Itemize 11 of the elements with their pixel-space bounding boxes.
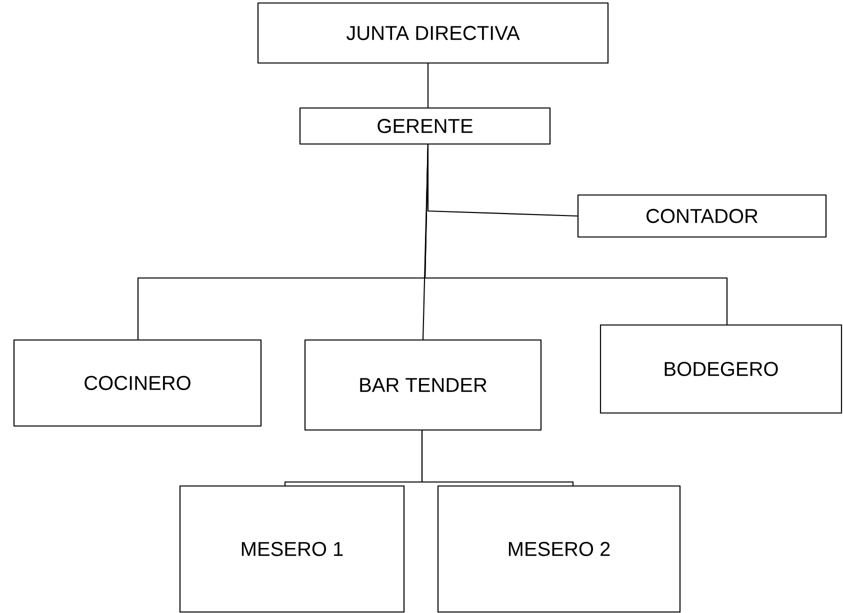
connector-line: [421, 430, 574, 486]
org-box: BODEGERO: [600, 324, 842, 414]
org-box: BAR TENDER: [304, 339, 542, 431]
connector-line: [427, 64, 429, 108]
connector-line: [424, 144, 728, 324]
org-box: JUNTA DIRECTIVA: [257, 2, 609, 64]
org-box: GERENTE: [299, 107, 551, 145]
org-box: COCINERO: [13, 339, 262, 427]
org-box: MESERO 1: [179, 485, 405, 613]
org-box: MESERO 2: [437, 485, 681, 613]
org-box: CONTADOR: [577, 194, 827, 238]
